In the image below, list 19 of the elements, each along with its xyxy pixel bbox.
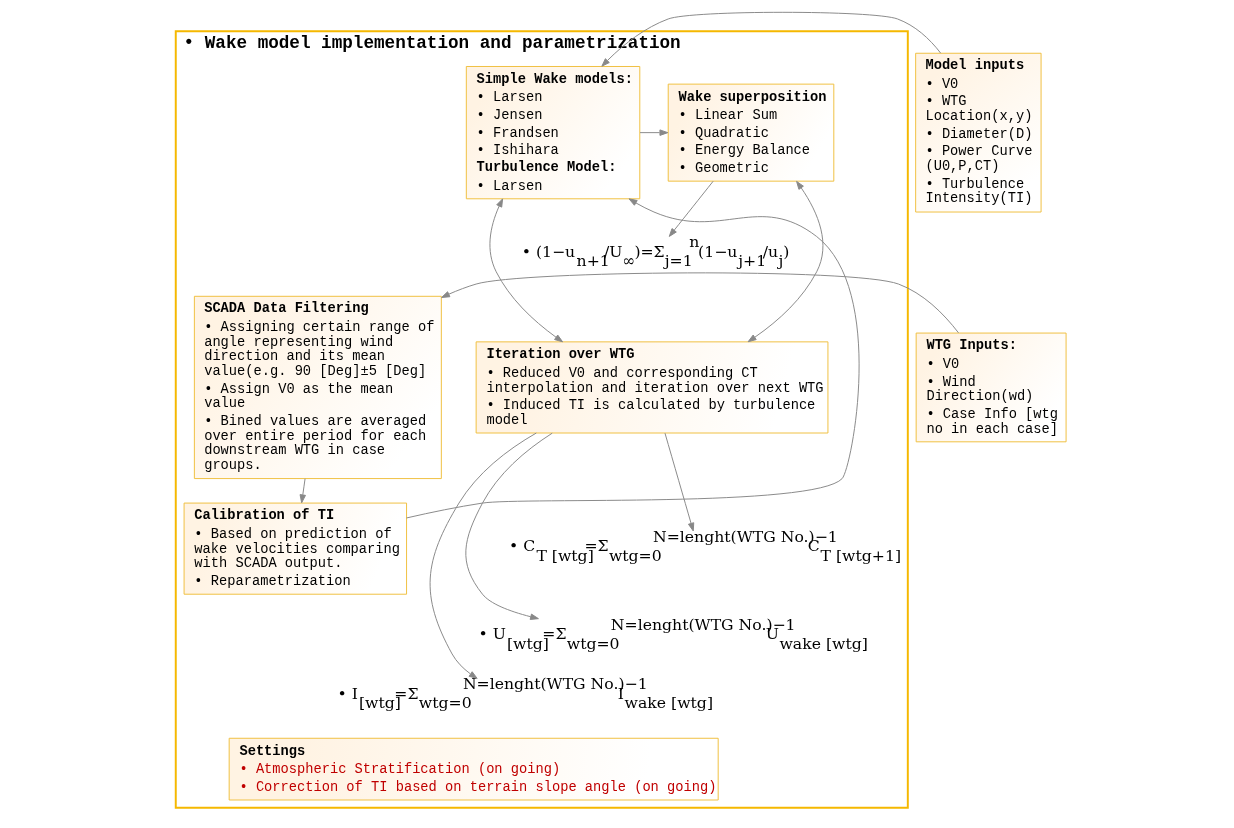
node-box: Model inputs • V0 • WTG Location(x,y) • Diameter(D) • Power Curve (U0,P,CT) • Turbulence Intensity(TI)	[915, 52, 1042, 213]
arrow	[429, 432, 537, 679]
arrow	[406, 198, 860, 519]
node-box: Simple Wake models: • Larsen • Jensen • Frandsen • Ishihara Turbulence Model: • Larsen	[465, 66, 641, 200]
arrow	[299, 478, 306, 504]
arrow	[747, 180, 824, 343]
arrow	[441, 272, 959, 334]
arrow	[639, 129, 669, 136]
arrow	[664, 432, 695, 532]
node-box: WTG Inputs: • V0 • Wind Direction(wd) • Case Info [wtg no in each case]	[915, 332, 1067, 443]
arrow	[489, 198, 564, 343]
node-box: Settings • Atmospheric Stratification (on going) • Correction of TI based on terrain slope angle (on going)	[228, 737, 719, 801]
node-box: Iteration over WTG • Reduced V0 and corresponding CT interpolation and iteration over next WTG • Induced TI is calculated by turbulence model	[475, 341, 829, 434]
node-box: Wake superposition • Linear Sum • Quadratic • Energy Balance • Geometric	[667, 83, 835, 182]
node-box: SCADA Data Filtering • Assigning certain range of angle representing wind direction and its mean value(e.g. 90 [Deg]±5 [Deg] • Assign V0 as the mean value • Bined values are averaged over entire period for each downstream WTG in case groups.	[193, 295, 442, 480]
arrow	[668, 180, 714, 237]
arrow	[465, 432, 553, 620]
node-box: Calibration of TI • Based on prediction of wake velocities comparing with SCADA output. • Reparametrization	[183, 502, 408, 595]
arrow	[601, 11, 942, 67]
